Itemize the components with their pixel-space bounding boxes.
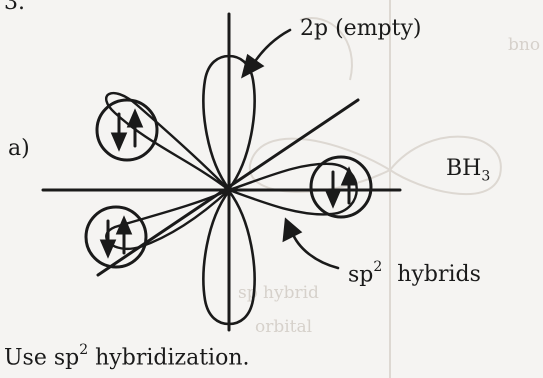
bleed-through-text: bno sp hybrid orbital bbox=[238, 35, 540, 337]
callout-arrow-sp2 bbox=[290, 230, 340, 270]
caption-superscript: 2 bbox=[79, 342, 89, 358]
p-orbital-lower-lobe bbox=[202, 188, 256, 326]
ghost-text-1: bno bbox=[508, 35, 540, 55]
molecule-base: BH bbox=[446, 156, 482, 181]
down-arrow-head bbox=[99, 239, 117, 259]
caption: Use sp2 hybridization. bbox=[4, 342, 250, 371]
electron-pair-upper-left bbox=[110, 108, 144, 152]
callout-arrow-sp2-head bbox=[282, 217, 303, 243]
down-arrow-head bbox=[110, 132, 128, 152]
header-fragment: 3. bbox=[4, 0, 25, 15]
sp2-hybrids-label: sp2 hybrids bbox=[348, 259, 481, 288]
axes bbox=[41, 12, 402, 332]
empty-2p-label: 2p (empty) bbox=[300, 18, 422, 40]
molecule-subscript: 3 bbox=[481, 168, 491, 185]
bond-circles bbox=[84, 98, 373, 269]
ghost-lobe bbox=[299, 17, 353, 81]
empty-2p-suffix: (empty) bbox=[335, 16, 422, 41]
callout-arrows bbox=[241, 28, 340, 270]
bond-circle-upper-left bbox=[95, 98, 159, 162]
bond-circle-lower-left bbox=[84, 205, 148, 269]
caption-suffix: hybridization. bbox=[95, 345, 250, 371]
hybrids-word: hybrids bbox=[397, 262, 481, 288]
sp2-superscript: 2 bbox=[373, 259, 383, 275]
electron-pair-right bbox=[324, 166, 358, 209]
ghost-text-2: sp hybrid bbox=[238, 283, 319, 303]
caption-prefix: Use sp bbox=[4, 345, 80, 371]
molecule-label: BH3 bbox=[446, 156, 491, 185]
ghost-text-3: orbital bbox=[255, 317, 312, 337]
up-arrow-head bbox=[126, 108, 144, 128]
callout-arrow-2p-head bbox=[241, 53, 265, 79]
p-orbital-upper-lobe bbox=[202, 54, 256, 192]
hybrid-lobe-right bbox=[225, 162, 358, 216]
part-label: a) bbox=[8, 136, 30, 161]
p-orbital bbox=[202, 54, 256, 326]
callout-arrow-2p bbox=[250, 28, 292, 68]
ghost-lobe bbox=[389, 135, 502, 196]
electron-pair-lower-left bbox=[99, 215, 133, 259]
bond-circle-right bbox=[309, 155, 373, 219]
up-arrow-head bbox=[340, 166, 358, 186]
sp2-base: sp bbox=[348, 262, 374, 288]
up-arrow-head bbox=[115, 215, 133, 235]
electron-arrows bbox=[99, 108, 358, 259]
down-arrow-head bbox=[324, 189, 342, 209]
hybrid-lobe-upper-left bbox=[105, 91, 230, 191]
empty-2p-prefix: 2p bbox=[300, 16, 329, 41]
